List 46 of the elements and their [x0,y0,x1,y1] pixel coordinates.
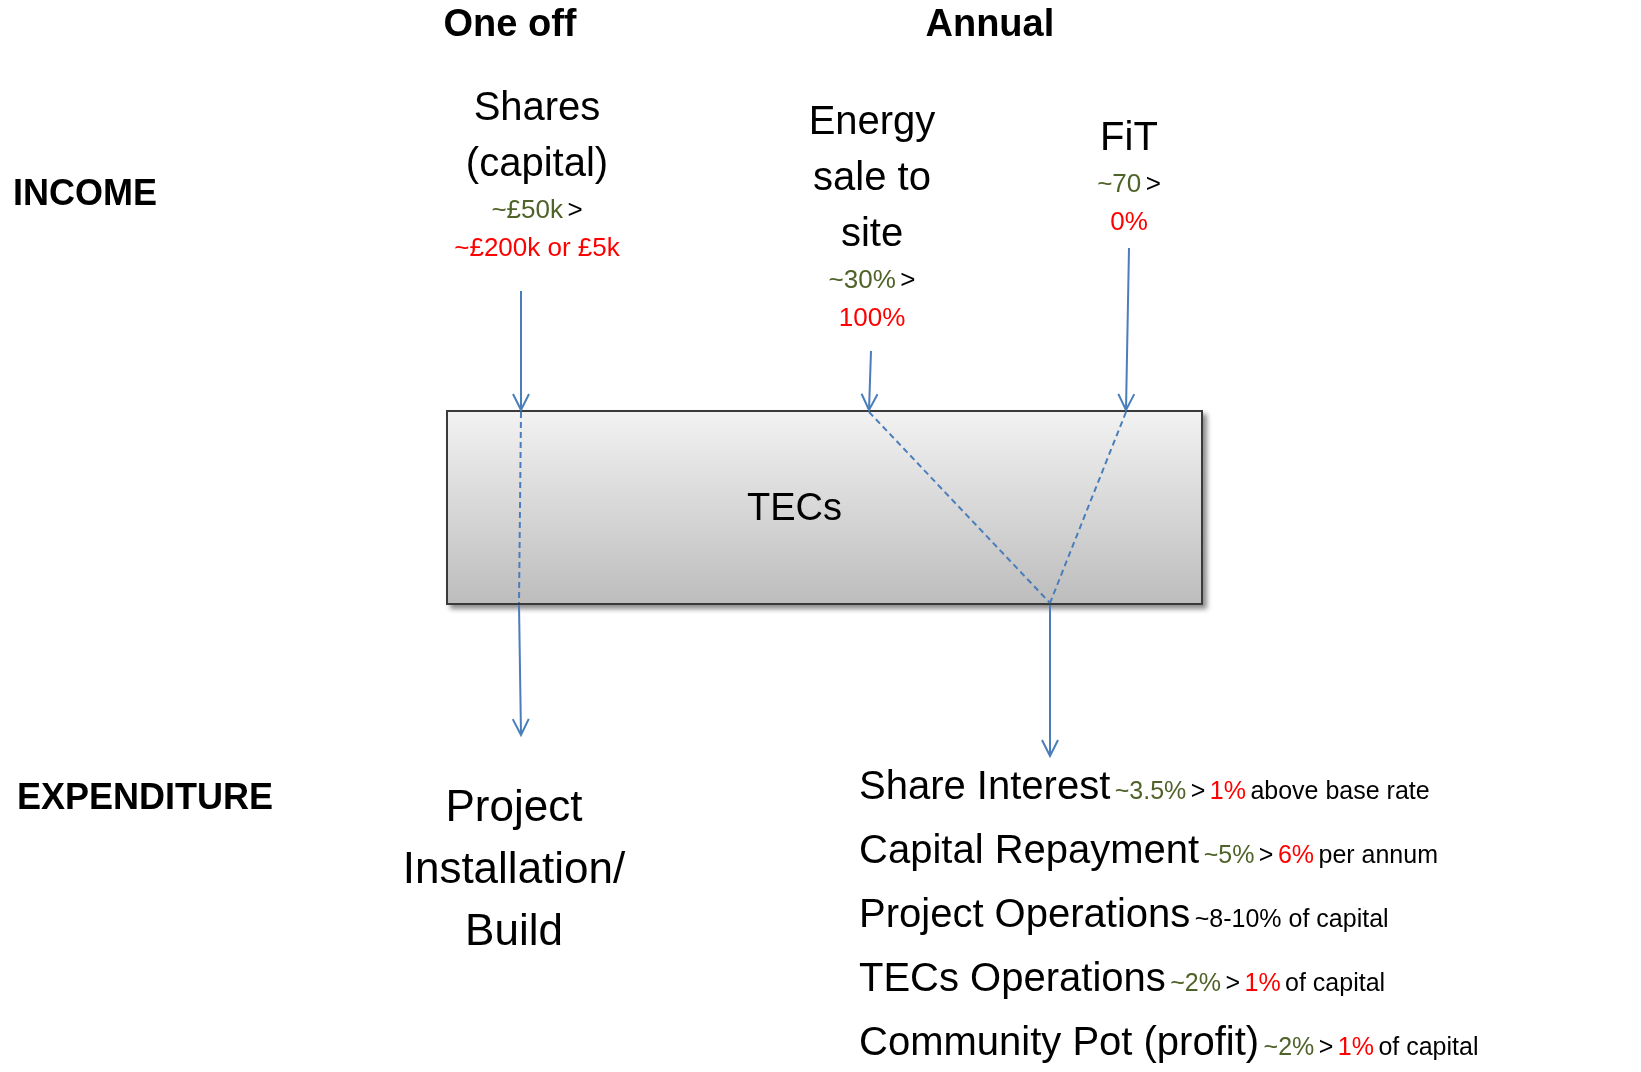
value-text: > [900,264,916,294]
arrow [1041,604,1059,757]
value-text: > [1258,840,1274,868]
value-text: 1% [1244,968,1281,996]
value-text: above base rate [1250,776,1430,804]
process-box [446,410,1203,605]
column-heading: One off [443,2,577,45]
value-text: 1% [1337,1032,1374,1060]
value-text: 0% [1110,206,1148,236]
value-text: of capital [1285,968,1386,996]
value-text: > [1225,968,1241,996]
income-source: Project Installation/ Build [401,780,627,956]
expense-item: Community Pot (profit) [859,1019,1260,1063]
value-text: 1% [1209,776,1246,804]
arrow [860,350,879,411]
value-text: > [1145,168,1161,198]
expense-item: TECs Operations [859,955,1166,999]
row-heading: INCOME [13,172,157,214]
arrow [512,290,530,411]
value-text: ~30% [828,264,896,294]
value-text: ~£50k [491,194,563,224]
value-text: ~8-10% of capital [1194,904,1389,932]
value-text: of capital [1378,1032,1479,1060]
value-text: ~70 [1097,168,1142,198]
value-text: per annum [1318,840,1438,868]
value-text: ~3.5% [1114,776,1187,804]
value-text: 100% [838,302,906,332]
value-text: > [1190,776,1206,804]
income-source: FiT [1099,113,1159,160]
value-text: ~5% [1203,840,1255,868]
value-text: > [1318,1032,1334,1060]
arrow [511,604,530,736]
value-text: ~2% [1263,1032,1315,1060]
expense-item: Project Operations [859,891,1191,935]
value-text: 6% [1277,840,1315,868]
income-source: Energy sale to site [807,97,937,256]
box-label: TECs [747,486,842,529]
income-source: Shares (capital) [464,83,610,186]
expense-item: Share Interest [859,763,1111,807]
expense-item: Capital Repayment [859,827,1200,871]
value-text: ~2% [1170,968,1221,996]
column-heading: Annual [925,2,1055,45]
row-heading: EXPENDITURE [17,776,274,818]
value-text: ~£200k or £5k [454,232,620,262]
value-text: > [567,194,583,224]
arrow [1117,247,1136,411]
